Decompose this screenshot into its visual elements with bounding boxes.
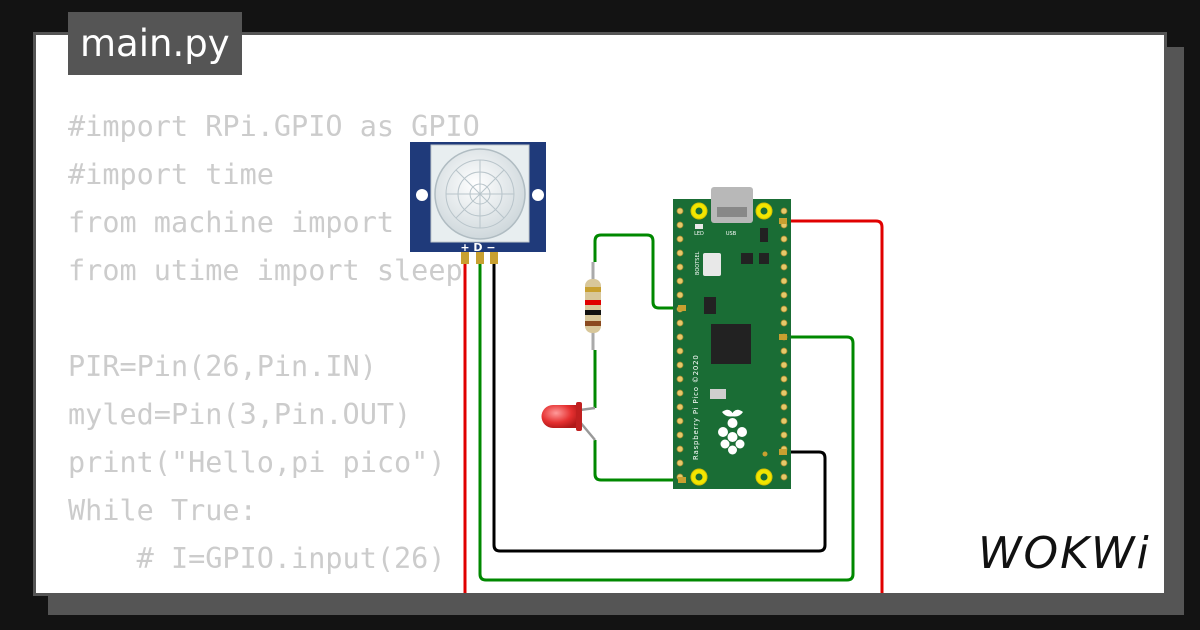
code-line: myled=Pin(3,Pin.OUT) — [68, 398, 412, 431]
pico-pin-hole[interactable] — [676, 389, 684, 397]
rp2040-chip — [711, 324, 751, 364]
wire-green-led-gnd[interactable] — [593, 440, 684, 482]
resistor[interactable] — [585, 262, 601, 350]
bootsel-button[interactable] — [703, 253, 721, 276]
pico-pin-hole[interactable] — [676, 249, 684, 257]
led-red[interactable] — [541, 402, 596, 441]
pico-pin-hole[interactable] — [676, 445, 684, 453]
pico-bootsel-label: BOOTSEL — [695, 251, 701, 275]
code-line: #import RPi.GPIO as GPIO — [68, 110, 480, 143]
pico-pin-hole[interactable] — [780, 403, 788, 411]
pico-pin-hole[interactable] — [780, 319, 788, 327]
code-line: from utime import sleep — [68, 254, 463, 287]
pico-pin-hole[interactable] — [676, 263, 684, 271]
pir-pin-labels: + D − — [460, 241, 495, 254]
wokwi-logo: WOKWi — [978, 528, 1151, 579]
pico-pin-hole[interactable] — [780, 249, 788, 257]
pico-pin-hole[interactable] — [676, 277, 684, 285]
pico-pin-hole[interactable] — [676, 431, 684, 439]
pico-usb-label: USB — [726, 231, 737, 237]
pico-pin-hole[interactable] — [676, 459, 684, 467]
pico-pin-hole[interactable] — [676, 347, 684, 355]
code-line: print("Hello,pi pico") — [68, 446, 446, 479]
code-preview: #import RPi.GPIO as GPIO #import time from… — [68, 103, 480, 593]
pico-pin-hole[interactable] — [676, 333, 684, 341]
wire-red-vsys[interactable] — [780, 219, 884, 600]
code-line: While True: — [68, 494, 257, 527]
pico-pin-hole[interactable] — [780, 361, 788, 369]
pico-pin-hole[interactable] — [676, 221, 684, 229]
pico-pin-hole[interactable] — [780, 235, 788, 243]
wire-black-gnd[interactable] — [492, 262, 827, 553]
pico-pin-hole[interactable] — [780, 417, 788, 425]
pico-pin-hole[interactable] — [780, 431, 788, 439]
pico-pin-hole[interactable] — [780, 277, 788, 285]
code-line: #import time — [68, 158, 274, 191]
pico-pin-hole[interactable] — [780, 263, 788, 271]
raspberry-pi-pico-board[interactable]: LED USB BOOTSEL Raspberry Pi Pico ©2020 — [673, 187, 791, 489]
pico-pin-hole[interactable] — [780, 291, 788, 299]
pico-pin-hole[interactable] — [676, 417, 684, 425]
pico-pins-right[interactable] — [780, 207, 788, 481]
pico-pin-hole[interactable] — [780, 389, 788, 397]
pico-pin-hole[interactable] — [780, 347, 788, 355]
pico-pin-hole[interactable] — [676, 235, 684, 243]
pico-pin-hole[interactable] — [780, 459, 788, 467]
pico-pin-hole[interactable] — [676, 291, 684, 299]
file-tab-main-py[interactable]: main.py — [68, 12, 242, 75]
pico-pin-hole[interactable] — [780, 207, 788, 215]
pir-motion-sensor[interactable]: + D − — [410, 142, 546, 264]
pico-board-label: Raspberry Pi Pico ©2020 — [692, 354, 700, 460]
code-line: PIR=Pin(26,Pin.IN) — [68, 350, 377, 383]
pico-pin-hole[interactable] — [676, 403, 684, 411]
pico-pin-hole[interactable] — [676, 361, 684, 369]
pico-pin-hole[interactable] — [676, 375, 684, 383]
raspberry-pi-logo-icon — [718, 409, 747, 455]
onboard-led — [695, 224, 703, 229]
code-line: # I=GPIO.input(26) — [68, 542, 446, 575]
pico-led-label: LED — [694, 231, 704, 237]
wire-green-pir-data[interactable] — [478, 262, 855, 582]
usb-port[interactable] — [711, 187, 753, 223]
code-line: I=PIR.value() — [68, 583, 480, 593]
pico-pin-hole[interactable] — [780, 305, 788, 313]
pico-pins-left[interactable] — [676, 207, 684, 481]
pico-pin-hole[interactable] — [780, 473, 788, 481]
pico-pin-hole[interactable] — [676, 207, 684, 215]
pico-pin-hole[interactable] — [780, 375, 788, 383]
wire-green-resistor-gp[interactable] — [593, 233, 684, 310]
pico-pin-hole[interactable] — [676, 319, 684, 327]
code-line: from machine import Pin — [68, 206, 463, 239]
